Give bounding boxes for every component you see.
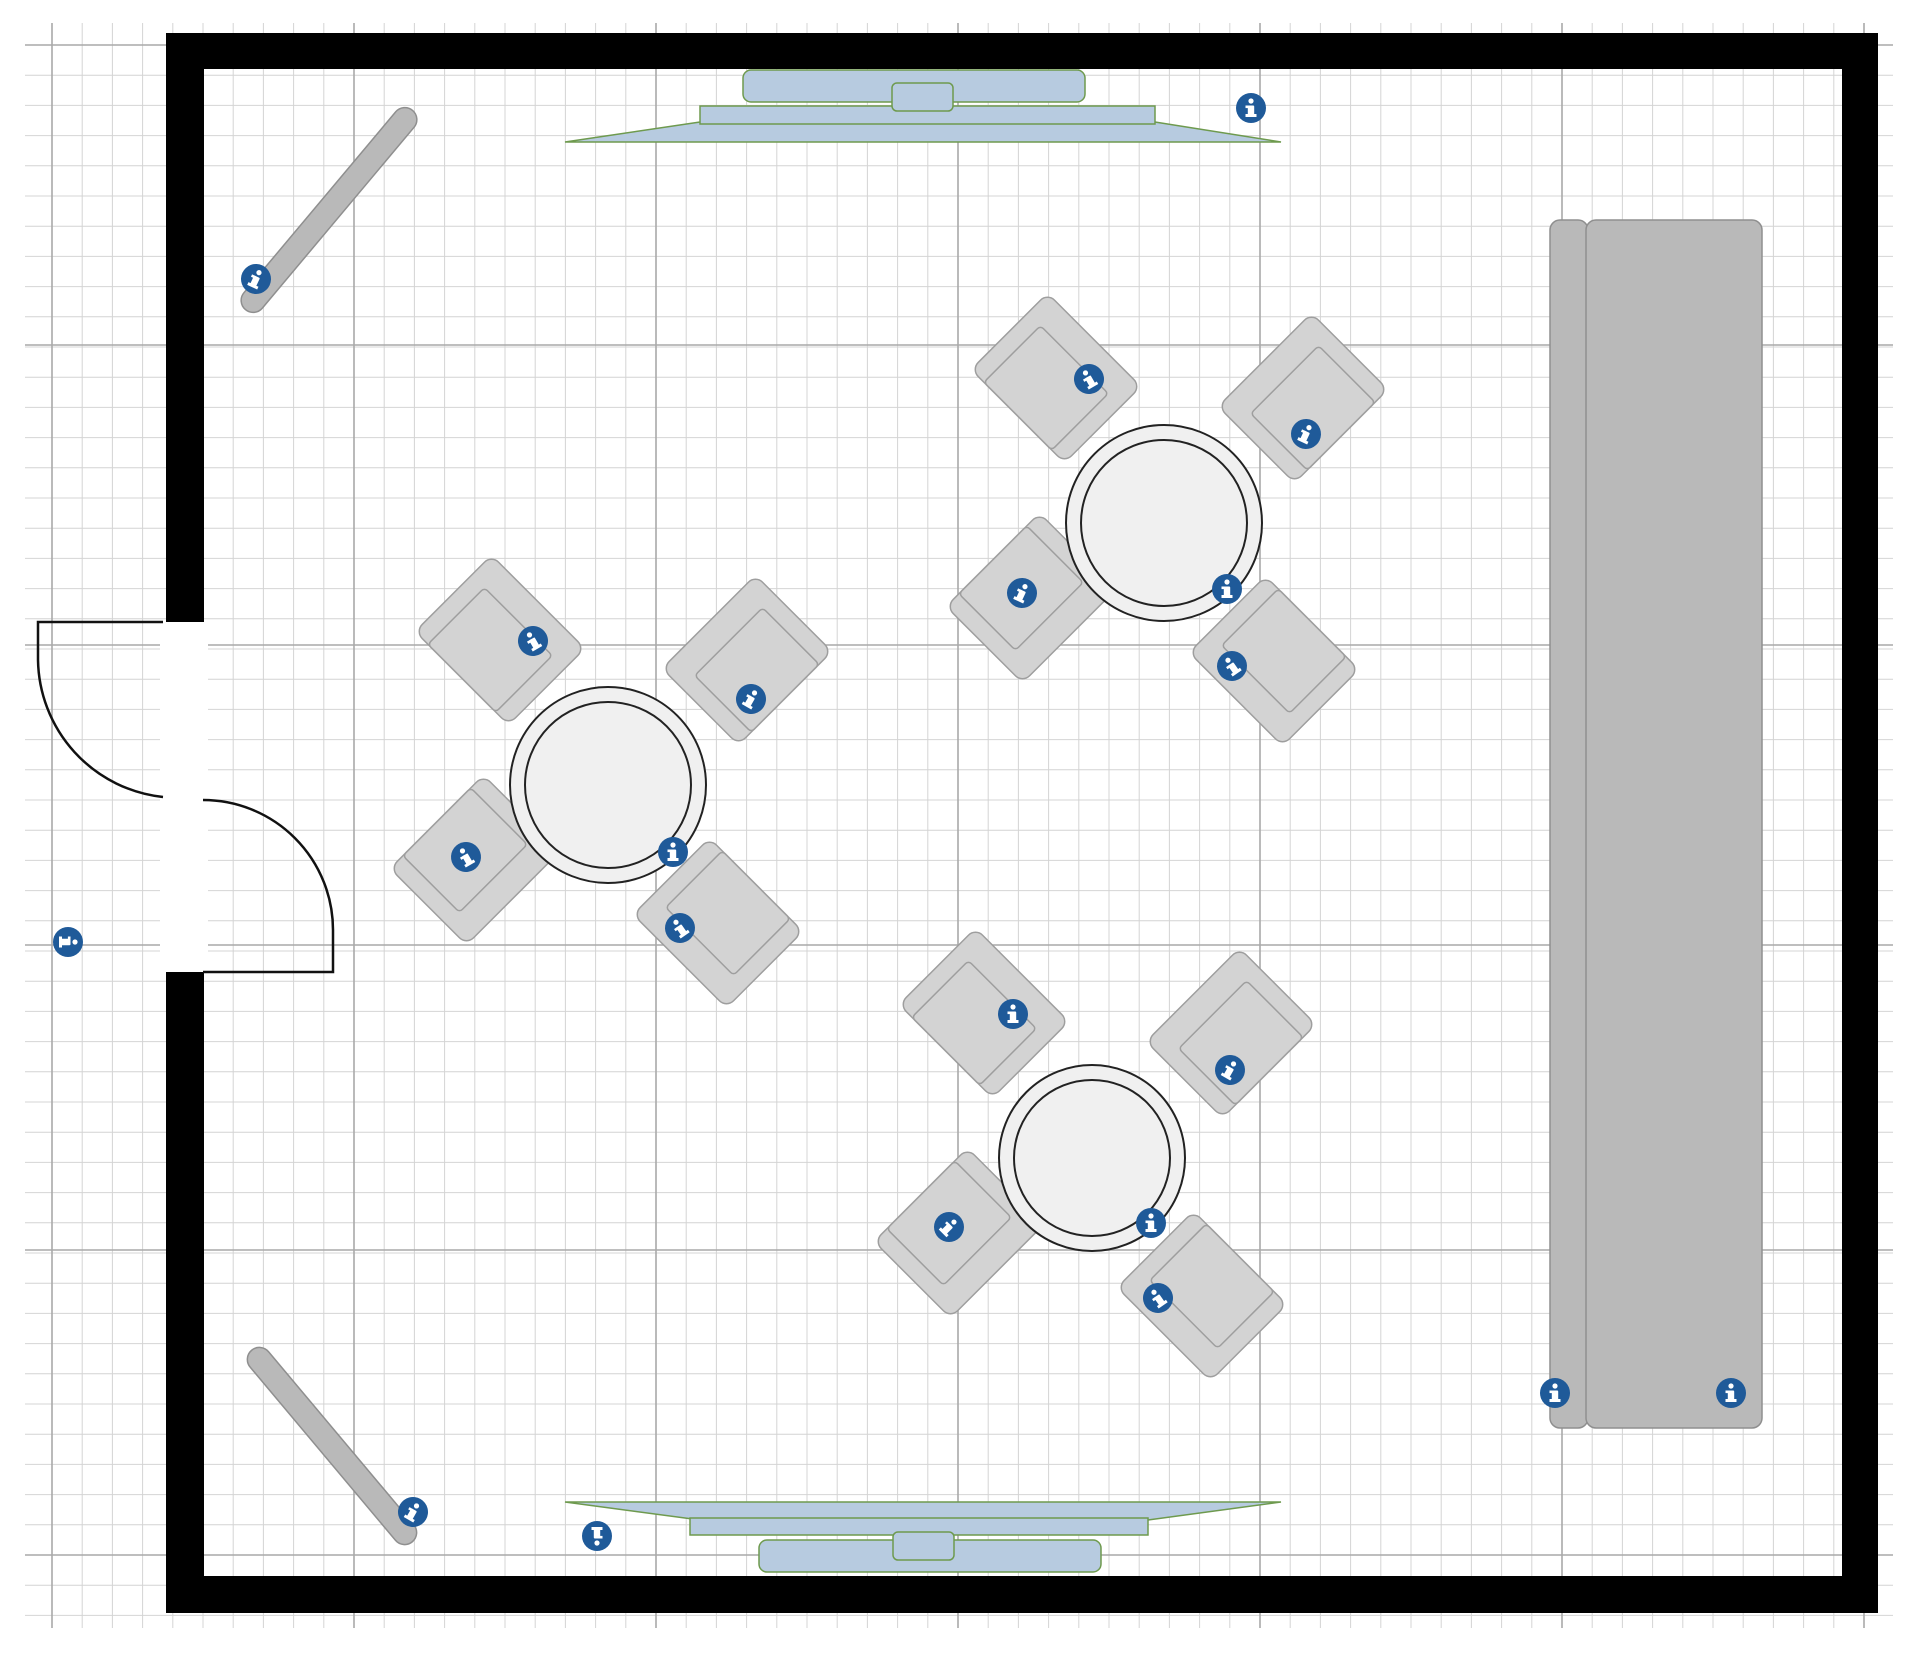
room-walls (166, 33, 1878, 1613)
armchair (1120, 1214, 1284, 1378)
info-circle-icon[interactable] (658, 837, 688, 867)
info-circle-icon[interactable] (1236, 93, 1266, 123)
wall-top (166, 33, 1878, 69)
double-door (36, 620, 335, 974)
screen-top-mount (891, 82, 954, 112)
wall-bottom (166, 1576, 1878, 1613)
info-circle-icon[interactable] (1716, 1378, 1746, 1408)
angled-bench-bottom-left (246, 1346, 418, 1546)
display-screen-top (564, 69, 1282, 143)
armchair (636, 841, 800, 1005)
info-circle-icon[interactable] (53, 927, 83, 957)
wall-right (1842, 33, 1878, 1613)
table-group-2 (949, 296, 1385, 743)
display-screen-bottom (564, 1501, 1282, 1573)
angled-bench-top-left (240, 106, 418, 314)
armchair-seat (984, 326, 1108, 450)
armchair-seat (428, 588, 552, 712)
armchair-seat (912, 961, 1036, 1085)
bench-seat-right (1549, 219, 1763, 1429)
armchair-seat (695, 608, 819, 732)
armchair-seat (1251, 346, 1375, 470)
door-opening (160, 622, 208, 972)
armchair-seat (666, 851, 790, 975)
round-table-top (524, 701, 692, 869)
armchair (1192, 579, 1356, 743)
info-circle-icon[interactable] (1136, 1208, 1166, 1238)
info-circle-icon[interactable] (1540, 1378, 1570, 1408)
bench-back (1549, 219, 1589, 1429)
armchair (974, 296, 1138, 460)
armchair (418, 558, 582, 722)
armchair (1221, 316, 1385, 480)
info-circle-icon[interactable] (582, 1521, 612, 1551)
screen-bottom-mount (892, 1531, 955, 1561)
armchair-seat (1222, 589, 1346, 713)
armchair (1149, 951, 1313, 1115)
armchair (665, 578, 829, 742)
wall-left-lower (166, 972, 204, 1613)
armchair-seat (1179, 981, 1303, 1105)
bench-cushion (1585, 219, 1763, 1429)
round-table-top (1080, 439, 1248, 607)
wall-left-upper (166, 33, 204, 622)
door-leaf-lower (202, 798, 335, 974)
info-circle-icon[interactable] (998, 999, 1028, 1029)
table-group-3 (877, 931, 1313, 1378)
armchair-seat (1150, 1224, 1274, 1348)
door-leaf-upper (36, 620, 164, 799)
armchair (902, 931, 1066, 1095)
round-table-top (1013, 1079, 1171, 1237)
info-circle-icon[interactable] (1212, 574, 1242, 604)
